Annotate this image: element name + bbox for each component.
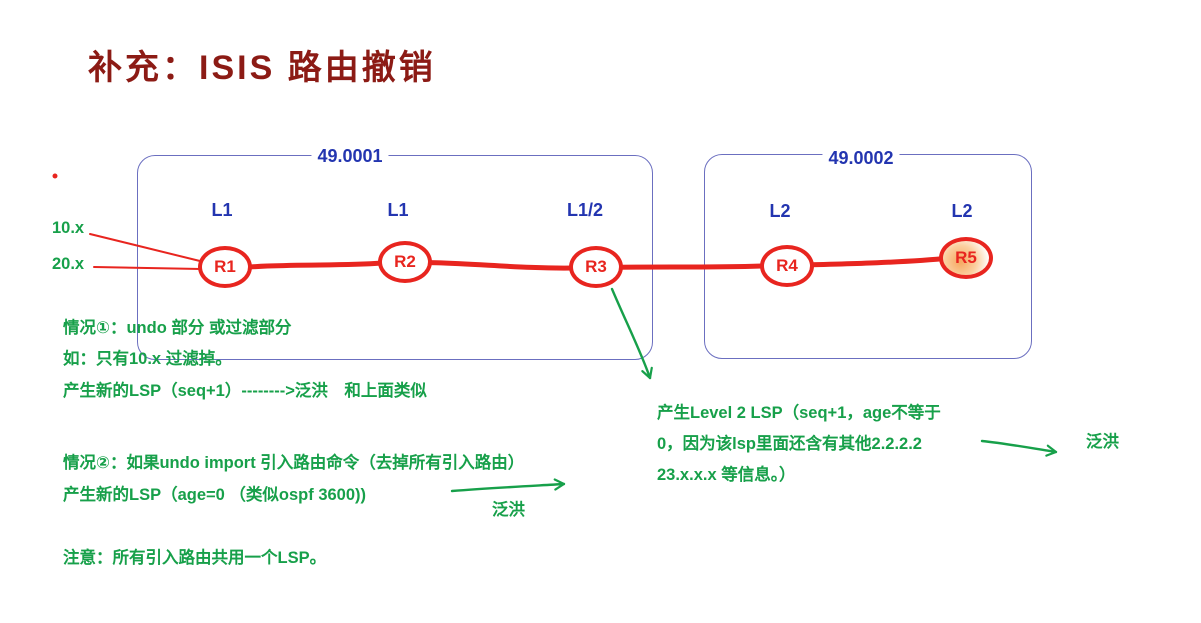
r3-note-line1: 产生Level 2 LSP（seq+1，age不等于 [657, 404, 941, 422]
area-label-49-0001: 49.0001 [311, 146, 389, 167]
case1-note-line3: 产生新的LSP（seq+1）-------->泛洪 和上面类似 [63, 382, 427, 400]
router-label-r1: R1 [214, 257, 236, 276]
router-node-r1: R1 [198, 246, 252, 288]
router-node-r3: R3 [569, 246, 623, 288]
router-label-r2: R2 [394, 252, 416, 271]
level-label-r2: L1 [387, 200, 409, 220]
router-label-r3: R3 [585, 257, 607, 276]
level-label-r1: L1 [211, 200, 233, 220]
external-route-20x: 20.x [52, 255, 85, 273]
case2-note-line1: 情况②：如果undo import 引入路由命令（去掉所有引入路由） [63, 454, 525, 472]
case1-note-line1: 情况①：undo 部分 或过滤部分 [63, 319, 292, 337]
area-label-49-0002: 49.0002 [822, 148, 900, 169]
footnote: 注意：所有引入路由共用一个LSP。 [63, 549, 327, 567]
router-label-r4: R4 [776, 256, 798, 275]
router-node-r5: R5 [939, 237, 993, 279]
r3-note-line2: 0，因为该lsp里面还含有其他2.2.2.2 [657, 435, 922, 453]
router-node-r4: R4 [760, 245, 814, 287]
flood-arrow-r3 [980, 439, 1058, 457]
router-label-r5: R5 [955, 248, 977, 267]
level-label-r3: L1/2 [566, 200, 604, 220]
red-dot-mark [52, 173, 58, 179]
flood-arrow-case2 [450, 478, 566, 493]
level-label-r4: L2 [769, 201, 791, 221]
case2-flood-label: 泛洪 [492, 501, 525, 519]
r3-note-line3: 23.x.x.x 等信息。） [657, 466, 796, 484]
external-route-10x: 10.x [52, 219, 85, 237]
case2-note-line2: 产生新的LSP（age=0 （类似ospf 3600)) [63, 486, 367, 504]
router-node-r2: R2 [378, 241, 432, 283]
level-label-r5: L2 [951, 201, 973, 221]
r3-flood-label: 泛洪 [1086, 433, 1119, 451]
page-title: 补充：ISIS 路由撤销 [88, 49, 436, 87]
case1-note-line2: 如：只有10.x 过滤掉。 [63, 350, 232, 368]
